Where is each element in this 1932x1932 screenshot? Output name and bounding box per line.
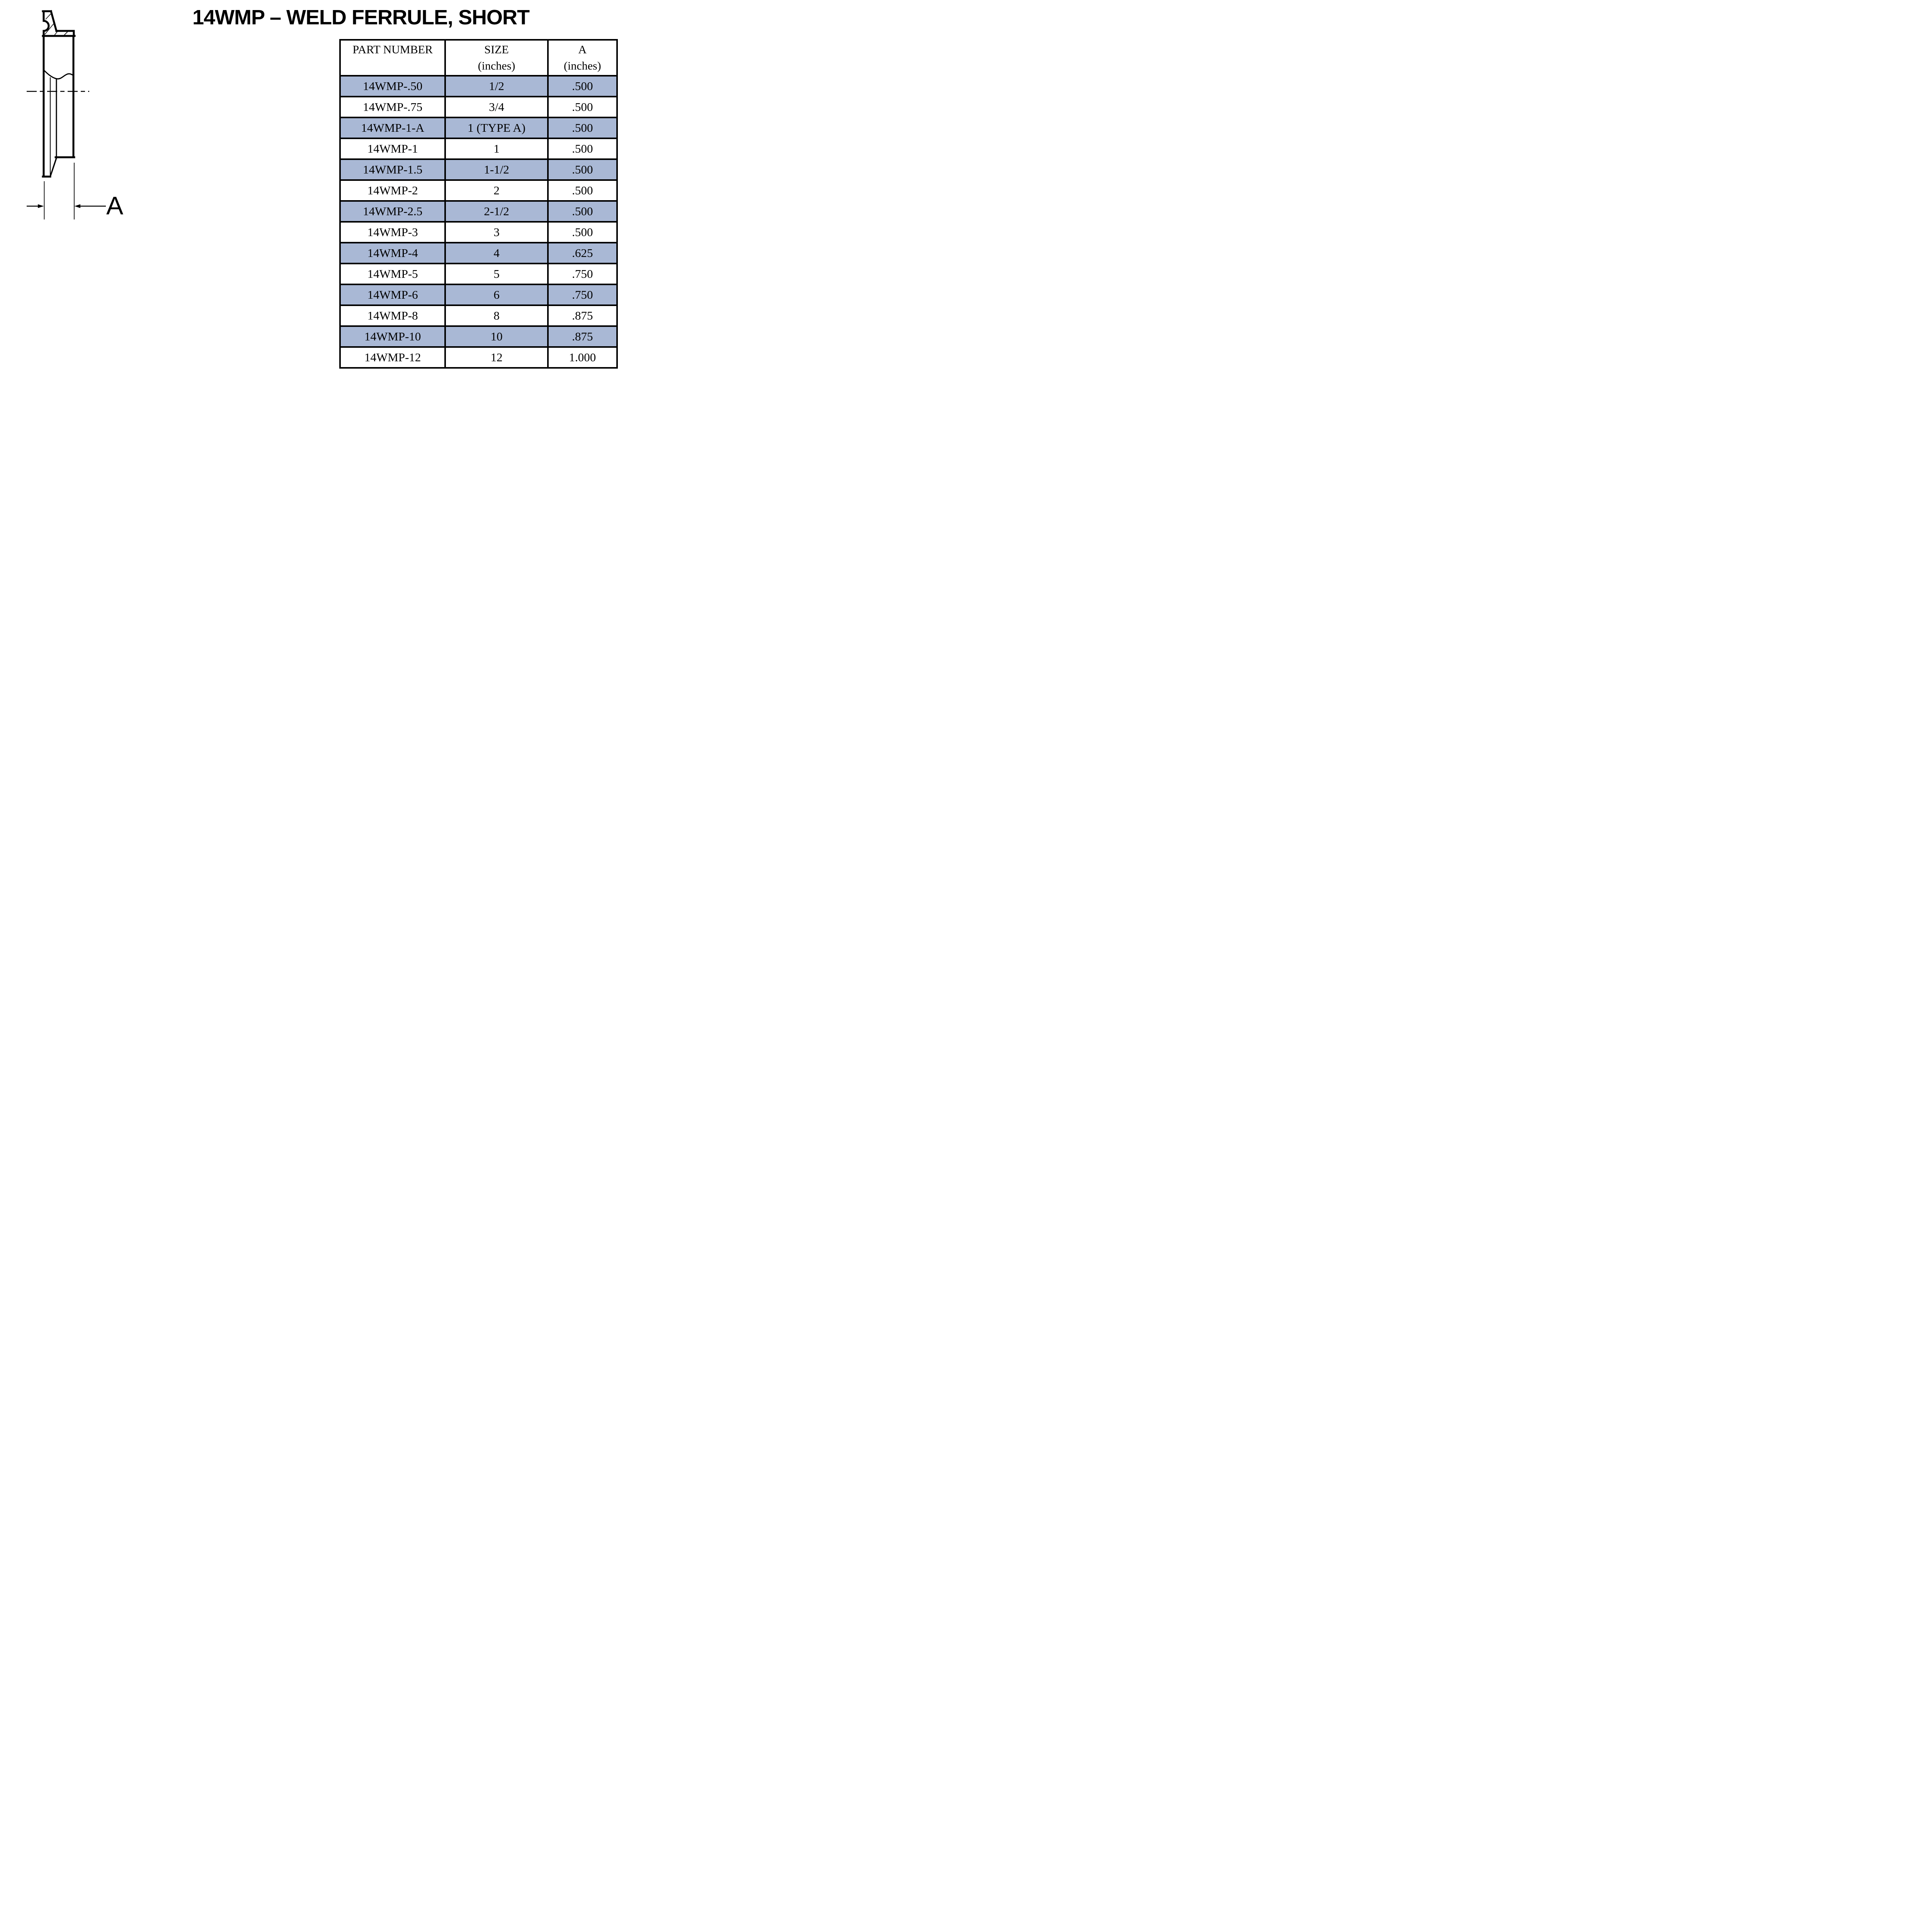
cell-size: 12 [444,346,549,369]
cell-part-number: 14WMP-8 [339,304,446,327]
cell-part-number: 14WMP-1 [339,138,446,160]
weld-chamfer-line [49,158,57,177]
cell-a-dimension: .500 [547,158,618,181]
cell-part-number: 14WMP-.75 [339,96,446,118]
cell-part-number: 14WMP-5 [339,263,446,285]
spec-table: PART NUMBER SIZE (inches) A (inches) 14W… [339,39,618,369]
cell-a-dimension: .500 [547,179,618,202]
cell-size: 5 [444,263,549,285]
cell-part-number: 14WMP-12 [339,346,446,369]
column-header-part-number: PART NUMBER [339,39,446,77]
table-row: 14WMP-2.5 2-1/2 .500 [339,200,618,223]
table-row: 14WMP-.50 1/2 .500 [339,75,618,97]
table-row: 14WMP-5 5 .750 [339,263,618,285]
page-title: 14WMP – WELD FERRULE, SHORT [192,6,530,29]
cell-part-number: 14WMP-3 [339,221,446,243]
cell-part-number: 14WMP-.50 [339,75,446,97]
cell-part-number: 14WMP-4 [339,242,446,264]
table-row: 14WMP-1 1 .500 [339,138,618,160]
section-hatching [44,12,68,36]
extension-lines [44,163,75,219]
dimension-arrowheads [38,204,80,208]
table-row: 14WMP-3 3 .500 [339,221,618,243]
table-row: 14WMP-10 10 .875 [339,325,618,348]
cell-a-dimension: .500 [547,138,618,160]
cell-a-dimension: .500 [547,221,618,243]
table-row: 14WMP-12 12 1.000 [339,346,618,369]
cell-part-number: 14WMP-1-A [339,117,446,139]
cell-a-dimension: .625 [547,242,618,264]
column-header-size: SIZE (inches) [444,39,549,77]
table-row: 14WMP-.75 3/4 .500 [339,96,618,118]
table-row: 14WMP-1-A 1 (TYPE A) .500 [339,117,618,139]
cell-part-number: 14WMP-6 [339,284,446,306]
spec-table-header: PART NUMBER SIZE (inches) A (inches) [339,39,618,77]
table-row: 14WMP-8 8 .875 [339,304,618,327]
cell-size: 2 [444,179,549,202]
ferrule-section-drawing: A [27,10,123,220]
cell-part-number: 14WMP-10 [339,325,446,348]
cell-a-dimension: 1.000 [547,346,618,369]
cell-a-dimension: .500 [547,75,618,97]
cell-a-dimension: .750 [547,284,618,306]
tube-body-walls [42,35,75,178]
cell-a-dimension: .750 [547,263,618,285]
cell-size: 1 [444,138,549,160]
column-header-a: A (inches) [547,39,618,77]
catalog-page: 14WMP – WELD FERRULE, SHORT [0,0,618,398]
cell-part-number: 14WMP-2 [339,179,446,202]
spec-table-body: 14WMP-.50 1/2 .500 14WMP-.75 3/4 .500 14… [339,75,618,369]
cell-size: 6 [444,284,549,306]
cell-size: 3/4 [444,96,549,118]
cell-size: 4 [444,242,549,264]
table-row: 14WMP-2 2 .500 [339,179,618,202]
cell-a-dimension: .875 [547,304,618,327]
cell-size: 10 [444,325,549,348]
table-row: 14WMP-6 6 .750 [339,284,618,306]
cell-part-number: 14WMP-1.5 [339,158,446,181]
cell-size: 3 [444,221,549,243]
cell-part-number: 14WMP-2.5 [339,200,446,223]
cell-size: 1/2 [444,75,549,97]
cell-a-dimension: .500 [547,96,618,118]
break-line [43,70,73,80]
table-row: 14WMP-1.5 1-1/2 .500 [339,158,618,181]
groove-notch [43,20,50,32]
cell-size: 8 [444,304,549,327]
dimension-label-a: A [106,191,123,220]
cell-size: 1-1/2 [444,158,549,181]
arrow-left [38,204,44,208]
flange-outline [42,10,76,37]
inner-bore-lines [50,77,57,176]
table-row: 14WMP-4 4 .625 [339,242,618,264]
arrow-right [74,204,80,208]
cell-a-dimension: .500 [547,117,618,139]
cell-a-dimension: .875 [547,325,618,348]
cell-a-dimension: .500 [547,200,618,223]
cell-size: 1 (TYPE A) [444,117,549,139]
cell-size: 2-1/2 [444,200,549,223]
